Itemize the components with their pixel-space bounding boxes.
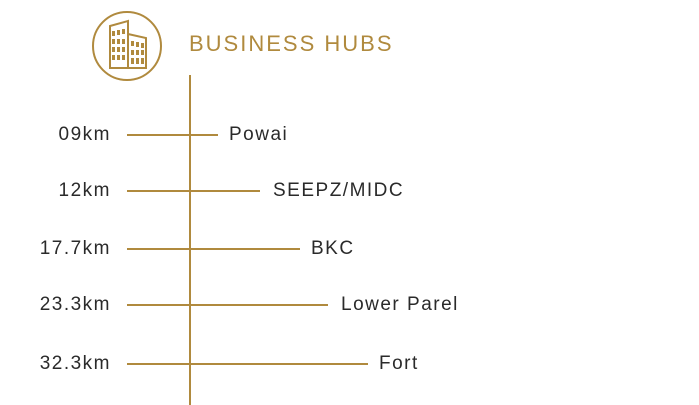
distance-label: 09km: [58, 124, 111, 145]
place-label: Lower Parel: [341, 294, 459, 315]
distance-label: 32.3km: [39, 353, 111, 374]
place-label: Powai: [229, 124, 289, 145]
list-item: 12km SEEPZ/MIDC: [0, 177, 699, 205]
page-title: BUSINESS HUBS: [189, 31, 394, 56]
list-item: 17.7km BKC: [0, 235, 699, 263]
buildings-icon: [91, 10, 163, 82]
connector-line: [127, 363, 368, 365]
connector-line: [127, 248, 300, 250]
timeline-axis: [189, 75, 191, 405]
list-item: 09km Powai: [0, 121, 699, 149]
connector-line: [127, 190, 260, 192]
place-label: Fort: [379, 353, 419, 374]
place-label: BKC: [311, 238, 355, 259]
distance-label: 12km: [58, 180, 111, 201]
connector-line: [127, 134, 218, 136]
list-item: 32.3km Fort: [0, 350, 699, 378]
place-label: SEEPZ/MIDC: [273, 180, 405, 201]
distance-label: 17.7km: [39, 238, 111, 259]
distance-label: 23.3km: [39, 294, 111, 315]
list-item: 23.3km Lower Parel: [0, 291, 699, 319]
connector-line: [127, 304, 328, 306]
